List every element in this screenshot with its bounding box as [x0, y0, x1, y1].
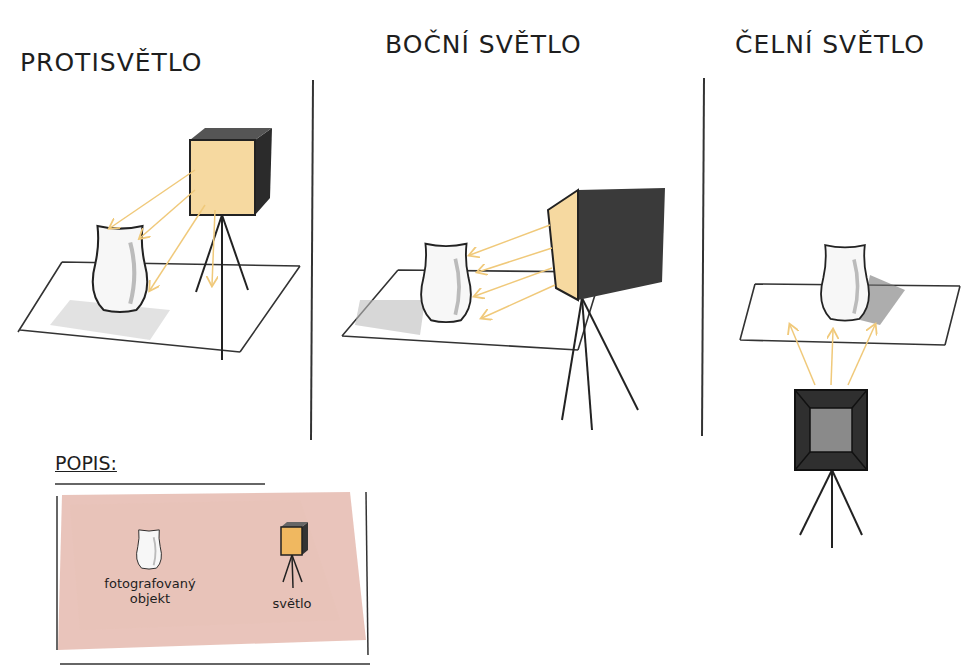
legend-heading: POPIS:: [55, 452, 117, 474]
panel-title: BOČNÍ SVĚTLO: [385, 30, 582, 59]
panel-divider: [702, 78, 704, 436]
light-icon: [281, 522, 308, 588]
sidelight-scene: [342, 188, 665, 430]
panel-divider: [311, 80, 313, 440]
panel-title: ČELNÍ SVĚTLO: [735, 30, 925, 59]
panel-title: PROTISVĚTLO: [20, 48, 203, 77]
legend-text: světlo: [262, 596, 322, 611]
vase-icon: [137, 530, 162, 569]
legend-box: [55, 484, 370, 664]
legend-text: fotografovaný objekt: [100, 576, 200, 606]
backlight-scene: [18, 128, 300, 360]
frontlight-scene: [740, 245, 960, 548]
